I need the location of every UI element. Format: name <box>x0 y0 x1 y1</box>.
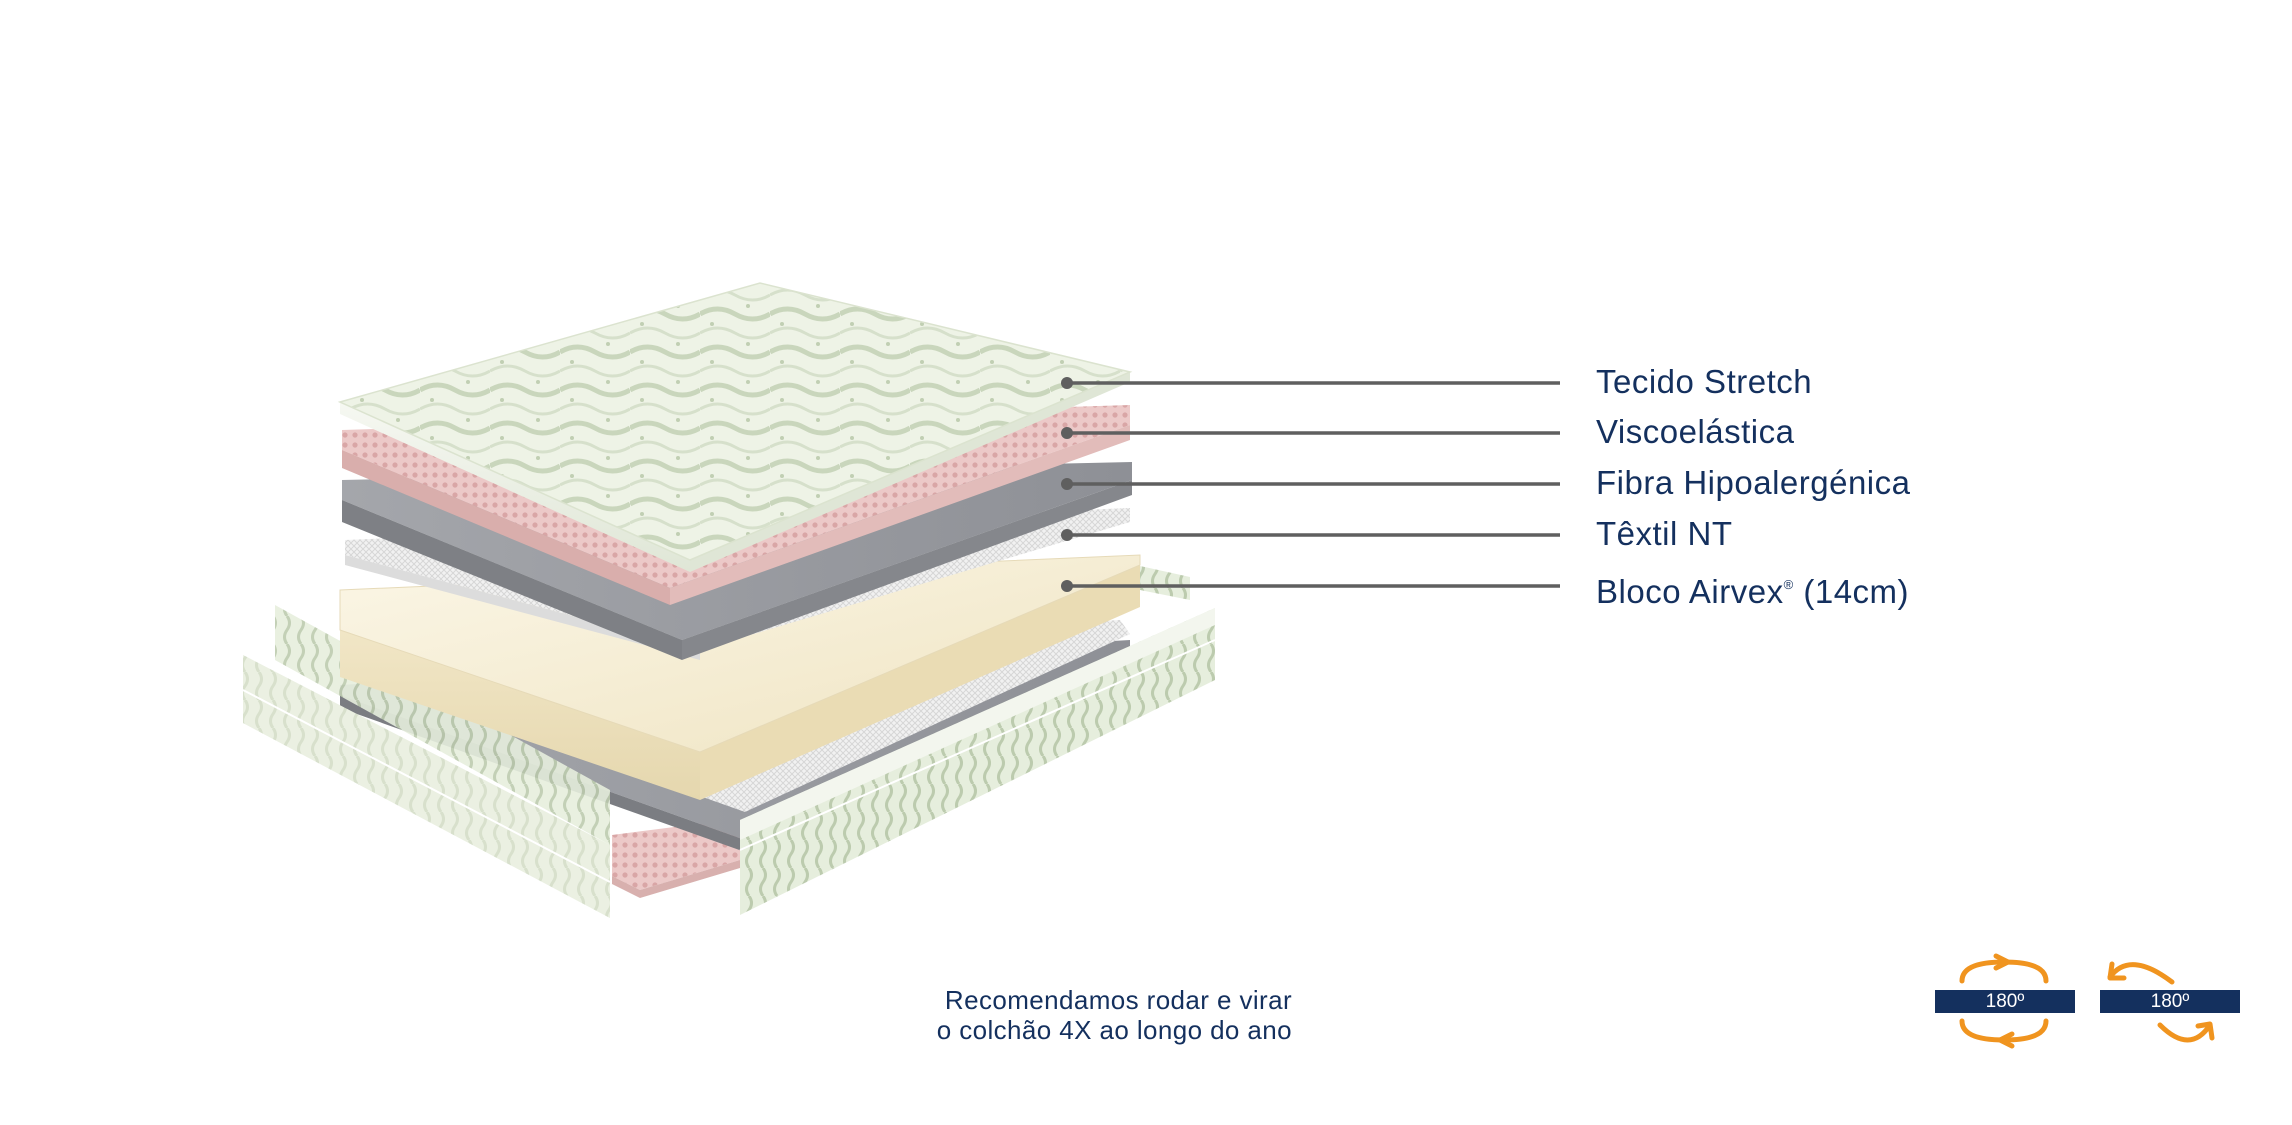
label-fibra-hipoalergenica: Fibra Hipoalergénica <box>1596 464 1911 501</box>
leader-dot-bloco <box>1061 580 1073 592</box>
flip-180-badge: 180º <box>2100 990 2240 1013</box>
recommendation-text: Recomendamos rodar e virar o colchão 4X … <box>937 985 1292 1045</box>
leader-dot-visco <box>1061 427 1073 439</box>
leader-lines <box>1061 377 1560 592</box>
registered-mark: ® <box>1783 577 1794 592</box>
label-textil-nt: Têxtil NT <box>1596 515 1733 552</box>
label-tecido-stretch: Tecido Stretch <box>1596 363 1813 400</box>
cover-back-panel <box>1140 566 1190 600</box>
layer-tecido-stretch <box>337 282 1133 572</box>
recommendation-line-2: o colchão 4X ao longo do ano <box>936 1015 1292 1045</box>
rotate-180-badge: 180º <box>1935 990 2075 1013</box>
label-viscoelastica: Viscoelástica <box>1596 413 1795 450</box>
rotate-arrows-icon <box>1959 953 2049 1049</box>
leader-dot-tecido <box>1061 377 1073 389</box>
cover-right-panel <box>739 608 1216 915</box>
flip-arrows-icon <box>2107 961 2215 1043</box>
leader-dot-fibra <box>1061 478 1073 490</box>
recommendation-line-1: Recomendamos rodar e virar <box>944 985 1292 1015</box>
leader-dot-textil <box>1061 529 1073 541</box>
label-bloco-airvex: Bloco Airvex® (14cm) <box>1596 573 1910 610</box>
